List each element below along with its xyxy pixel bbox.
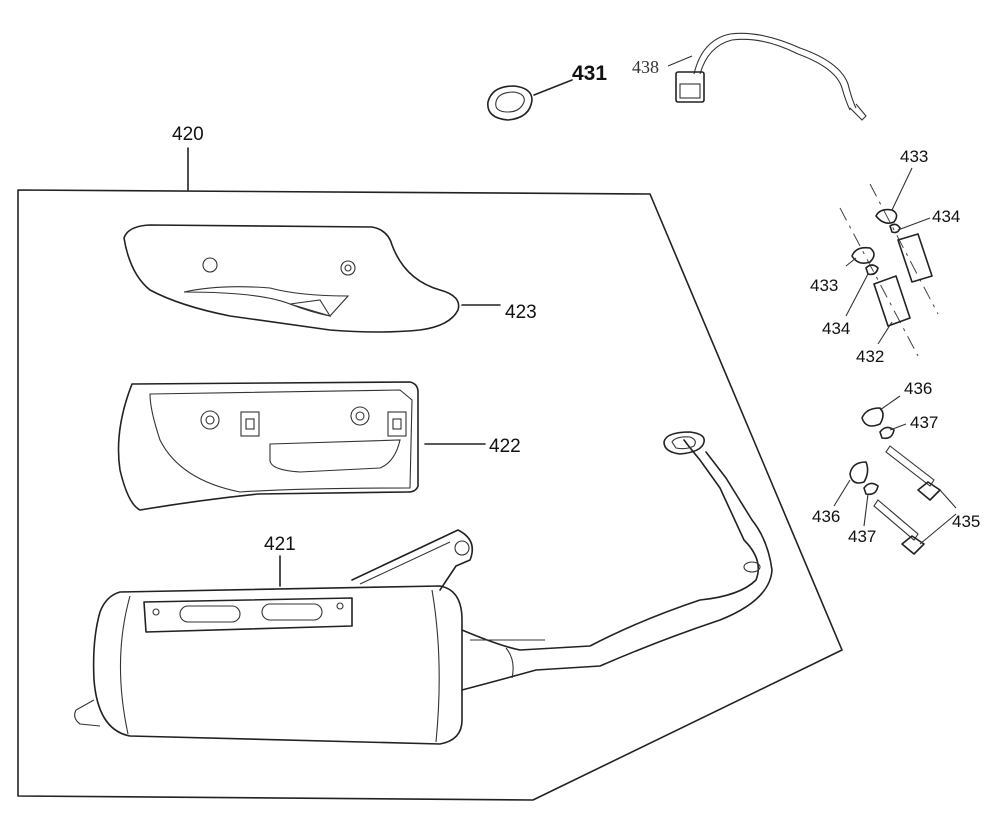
callout-420: 420 <box>172 124 204 145</box>
callout-437-top: 437 <box>910 413 938 432</box>
callout-433-top: 433 <box>900 147 928 166</box>
callout-436-bottom: 436 <box>812 507 840 526</box>
heat-shield-inner-422 <box>117 381 419 511</box>
callout-422: 422 <box>489 436 521 457</box>
leader-435a <box>939 489 957 509</box>
leader-436b <box>833 479 851 507</box>
leader-434a <box>897 217 931 231</box>
leader-438 <box>667 55 693 67</box>
leader-433b <box>845 257 857 267</box>
leader-435b <box>919 513 957 545</box>
leader-431 <box>533 79 573 96</box>
callout-423: 423 <box>505 302 537 323</box>
sensor-harness-438 <box>675 32 867 121</box>
callout-434-bottom: 434 <box>822 319 850 338</box>
heat-shield-outer-423 <box>123 224 460 333</box>
callout-432: 432 <box>856 347 884 366</box>
leader-432 <box>877 321 893 345</box>
leader-434b <box>845 273 869 317</box>
callout-436-top: 436 <box>904 379 932 398</box>
gasket-431 <box>487 85 533 121</box>
leader-433a <box>891 167 913 211</box>
callout-438: 438 <box>632 57 659 77</box>
assembly-420-boundary <box>17 189 843 801</box>
muffler-421 <box>74 431 773 745</box>
leader-437a <box>889 423 907 431</box>
callout-435: 435 <box>952 512 980 531</box>
callout-431: 431 <box>572 62 607 85</box>
callout-433-bottom: 433 <box>810 276 838 295</box>
callout-421: 421 <box>264 534 296 555</box>
leader-436a <box>879 395 901 411</box>
callout-434-top: 434 <box>932 207 960 226</box>
bolt-washer-nut-set-435 <box>849 407 941 555</box>
callout-437-bottom: 437 <box>848 527 876 546</box>
leader-437b <box>863 493 869 527</box>
mount-rubber-set-432 <box>839 183 939 357</box>
